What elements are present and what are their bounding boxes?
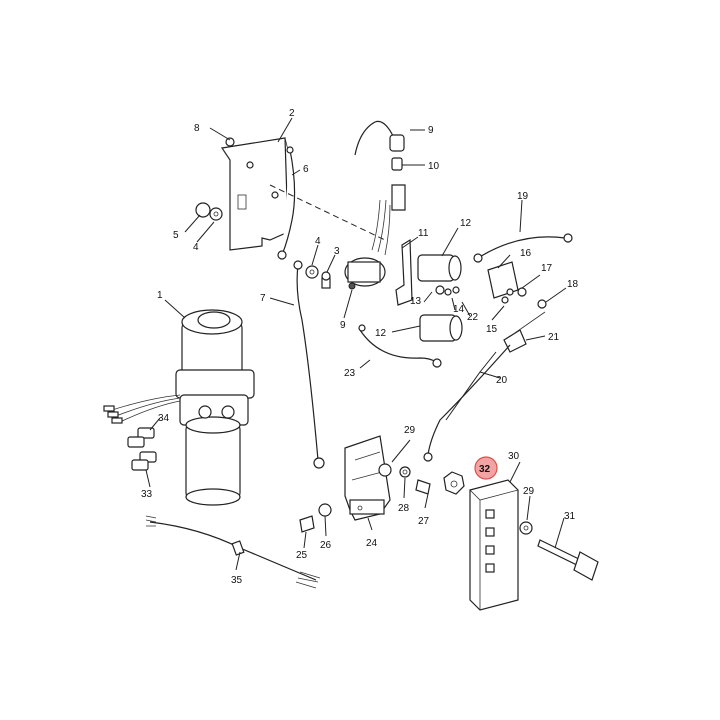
label-9-lower: 9 bbox=[340, 320, 346, 331]
label-35: 35 bbox=[231, 575, 243, 586]
part-11-bracket bbox=[395, 238, 413, 306]
label-6: 6 bbox=[303, 164, 309, 175]
part-9-harness-top bbox=[354, 120, 396, 156]
part-2-bracket bbox=[220, 137, 289, 251]
label-15: 15 bbox=[486, 324, 498, 335]
leader-lines bbox=[145, 117, 567, 571]
label-11: 11 bbox=[418, 228, 429, 239]
label-21: 21 bbox=[548, 332, 560, 343]
part-12-solenoid-upper bbox=[417, 254, 462, 295]
label-24: 24 bbox=[366, 538, 378, 549]
label-20: 20 bbox=[496, 375, 508, 386]
label-3: 3 bbox=[334, 246, 340, 257]
label-1: 1 bbox=[157, 290, 163, 301]
label-16: 16 bbox=[520, 248, 532, 259]
part-24-bracket bbox=[344, 435, 391, 521]
label-28: 28 bbox=[398, 503, 410, 514]
label-26: 26 bbox=[320, 540, 332, 551]
label-34: 34 bbox=[158, 413, 170, 424]
label-14: 14 bbox=[453, 304, 465, 315]
label-29-right: 29 bbox=[523, 486, 535, 497]
label-4-left: 4 bbox=[193, 242, 199, 253]
label-23: 23 bbox=[344, 368, 356, 379]
part-35-harness bbox=[149, 521, 317, 581]
label-19: 19 bbox=[517, 191, 529, 202]
part-23-cable bbox=[359, 329, 437, 363]
part-9-switch bbox=[344, 257, 386, 290]
label-9-top: 9 bbox=[428, 125, 434, 136]
label-12-lower: 12 bbox=[375, 328, 387, 339]
label-5: 5 bbox=[173, 230, 179, 241]
label-32: 32 bbox=[479, 464, 491, 475]
part-1-motor bbox=[175, 309, 255, 506]
label-25: 25 bbox=[296, 550, 308, 561]
label-27: 27 bbox=[418, 516, 430, 527]
part-32-nut bbox=[443, 471, 465, 495]
label-30: 30 bbox=[508, 451, 520, 462]
label-7: 7 bbox=[260, 293, 266, 304]
part-33-fitting bbox=[131, 451, 157, 471]
label-18: 18 bbox=[567, 279, 579, 290]
part-30-block bbox=[469, 479, 519, 611]
label-10: 10 bbox=[428, 161, 440, 172]
label-22: 22 bbox=[467, 312, 479, 323]
part-31-bolt bbox=[537, 539, 599, 581]
label-12-upper: 12 bbox=[460, 218, 472, 229]
label-17: 17 bbox=[541, 263, 553, 274]
part-8-screw bbox=[225, 137, 235, 147]
label-2: 2 bbox=[289, 108, 295, 119]
part-12-solenoid-lower bbox=[419, 314, 463, 342]
label-33: 33 bbox=[141, 489, 153, 500]
label-31: 31 bbox=[564, 511, 576, 522]
callout-labels: 8 2 9 10 6 5 4 4 3 11 12 19 16 17 18 1 7… bbox=[141, 108, 579, 586]
label-29-mid: 29 bbox=[404, 425, 416, 436]
part-7-cable bbox=[296, 264, 319, 461]
label-8: 8 bbox=[194, 123, 200, 134]
part-19-cable bbox=[477, 236, 566, 259]
part-6-strap bbox=[281, 149, 296, 256]
label-4-mid: 4 bbox=[315, 236, 321, 247]
part-16-relay bbox=[487, 261, 519, 304]
part-34-fitting bbox=[127, 427, 155, 448]
highlight-circle-32 bbox=[474, 456, 498, 480]
part-5-4-nut-washer bbox=[195, 202, 223, 221]
part-20-cable bbox=[427, 344, 511, 456]
label-13: 13 bbox=[410, 296, 422, 307]
